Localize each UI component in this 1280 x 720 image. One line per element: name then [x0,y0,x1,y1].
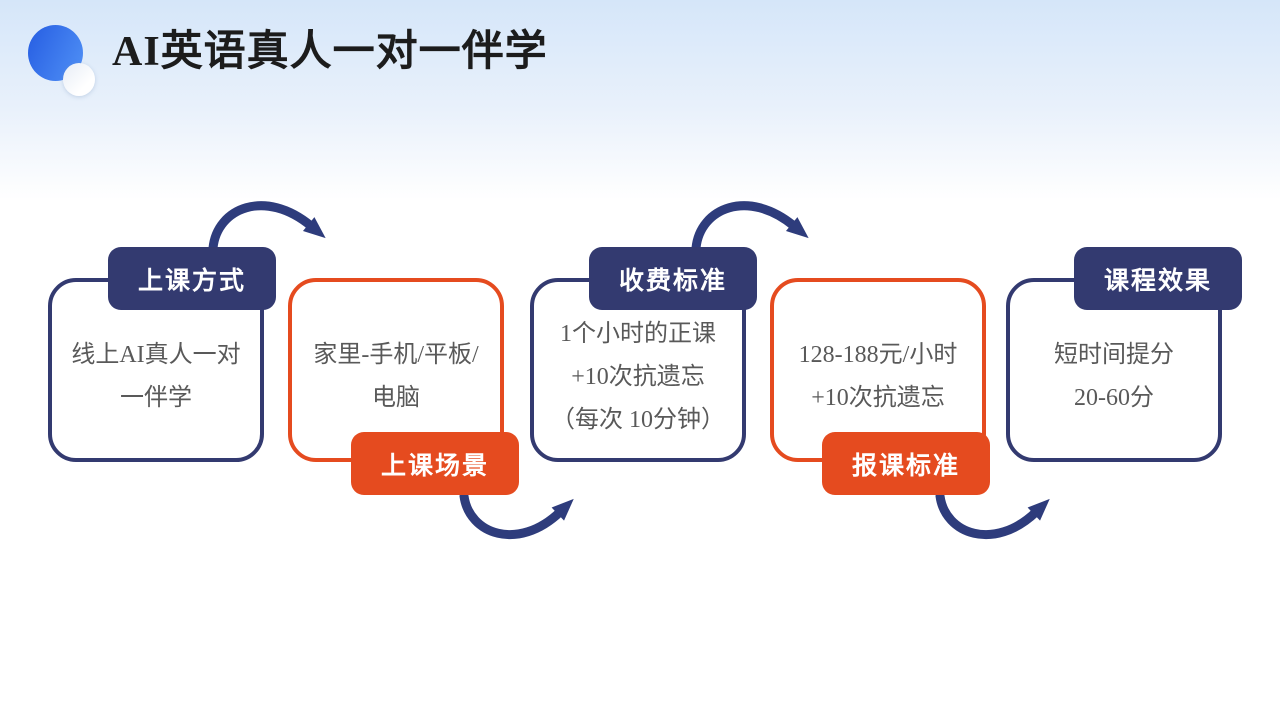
card-text-line: 128-188元/小时 [798,342,958,368]
flow-arrow-bottom-4-icon [935,491,1050,540]
badge-enroll-standard: 报课标准 [822,432,990,495]
card-text-line: （每次 10分钟） [551,406,725,433]
card-text-line: 一伴学 [119,385,192,411]
card-text-line: 20-60分 [1074,385,1154,411]
logo-circle-white-icon [63,63,95,96]
card-course-effect: 短时间提分 20-60分 [1006,278,1222,462]
badge-course-effect: 课程效果 [1074,247,1242,310]
slide-header: AI英语真人一对一伴学 [0,0,1280,110]
card-text: 128-188元/小时 +10次抗遗忘 [799,320,958,420]
card-text-line: 线上AI真人一对 [71,342,241,368]
page-title: AI英语真人一对一伴学 [112,29,548,75]
flow-arrow-top-3-icon [691,201,809,253]
card-text-line: 电脑 [371,385,420,411]
badge-class-scene: 上课场景 [351,432,519,495]
card-text-line: +10次抗遗忘 [571,363,705,390]
card-text-line: +10次抗遗忘 [811,385,945,411]
badge-fee-standard: 收费标准 [589,247,757,310]
card-text: 线上AI真人一对 一伴学 [71,320,240,420]
flow-arrow-top-1-icon [208,201,326,253]
flow-arrow-bottom-2-icon [459,491,574,540]
card-fee-standard: 1个小时的正课 +10次抗遗忘 （每次 10分钟） [530,278,746,462]
card-text-line: 家里-手机/平板/ [313,342,479,368]
card-text: 短时间提分 20-60分 [1054,320,1174,420]
logo [28,25,95,96]
card-class-scene: 家里-手机/平板/ 电脑 [288,278,504,462]
badge-class-method: 上课方式 [108,247,276,310]
card-text-line: 短时间提分 [1054,342,1174,368]
card-text: 1个小时的正课 +10次抗遗忘 （每次 10分钟） [551,299,725,442]
card-text-line: 1个小时的正课 [560,320,716,347]
card-text: 家里-手机/平板/ 电脑 [313,320,478,420]
